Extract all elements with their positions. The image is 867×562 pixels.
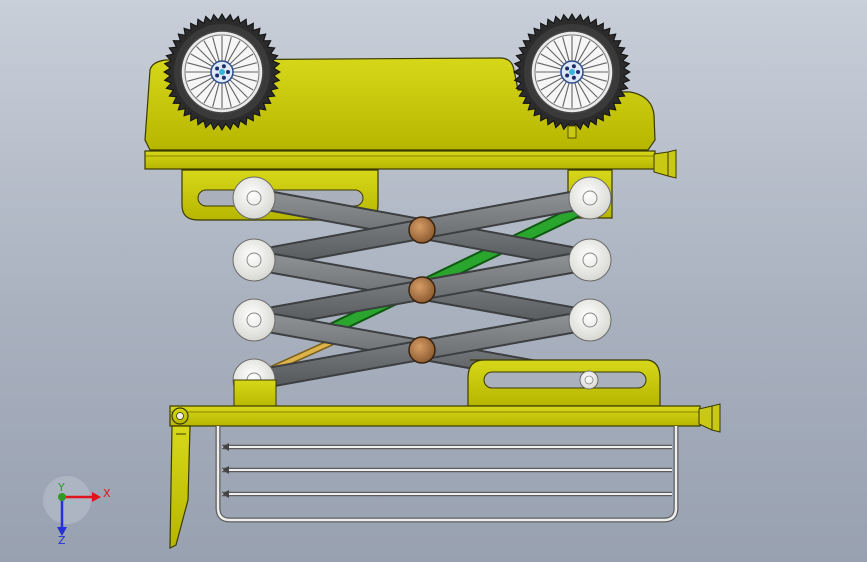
- guard-rail-frame: [215, 426, 679, 523]
- wheel-left: [163, 13, 281, 131]
- guard-rail-bar: [222, 466, 672, 474]
- bottom-cylinder-end-cap: [698, 403, 721, 433]
- x-axis-label: X: [103, 487, 111, 500]
- z-axis-label: Z: [58, 534, 66, 547]
- pivot-pin: [408, 276, 436, 304]
- roller: [568, 238, 612, 282]
- loading-ramp: [169, 425, 191, 549]
- wheel-right: [513, 13, 631, 131]
- top-cylinder-end-cap: [653, 149, 677, 179]
- x-axis-arrowhead: [92, 492, 101, 502]
- pivot-pin: [408, 216, 436, 244]
- roller: [568, 298, 612, 342]
- y-axis-marker: [58, 493, 66, 501]
- lower-right-bracket: [467, 359, 661, 407]
- guard-rail-bar: [222, 443, 672, 451]
- car-wheels: [163, 13, 631, 139]
- roller: [232, 176, 276, 220]
- roller: [568, 176, 612, 220]
- center-pivots: [408, 216, 436, 364]
- guard-rail-bar: [222, 490, 672, 498]
- wheel-fitting: [567, 125, 577, 139]
- bottom-platform-rail: [169, 405, 701, 427]
- roller: [232, 238, 276, 282]
- ramp-hinge: [171, 407, 189, 425]
- coordinate-triad[interactable]: X Y Z: [43, 476, 111, 547]
- pivot-pin: [408, 336, 436, 364]
- z-axis-arrowhead: [57, 527, 67, 536]
- y-axis-label: Y: [57, 481, 65, 494]
- top-platform-rail: [144, 150, 656, 170]
- lower-left-mount: [233, 379, 277, 409]
- roller: [232, 298, 276, 342]
